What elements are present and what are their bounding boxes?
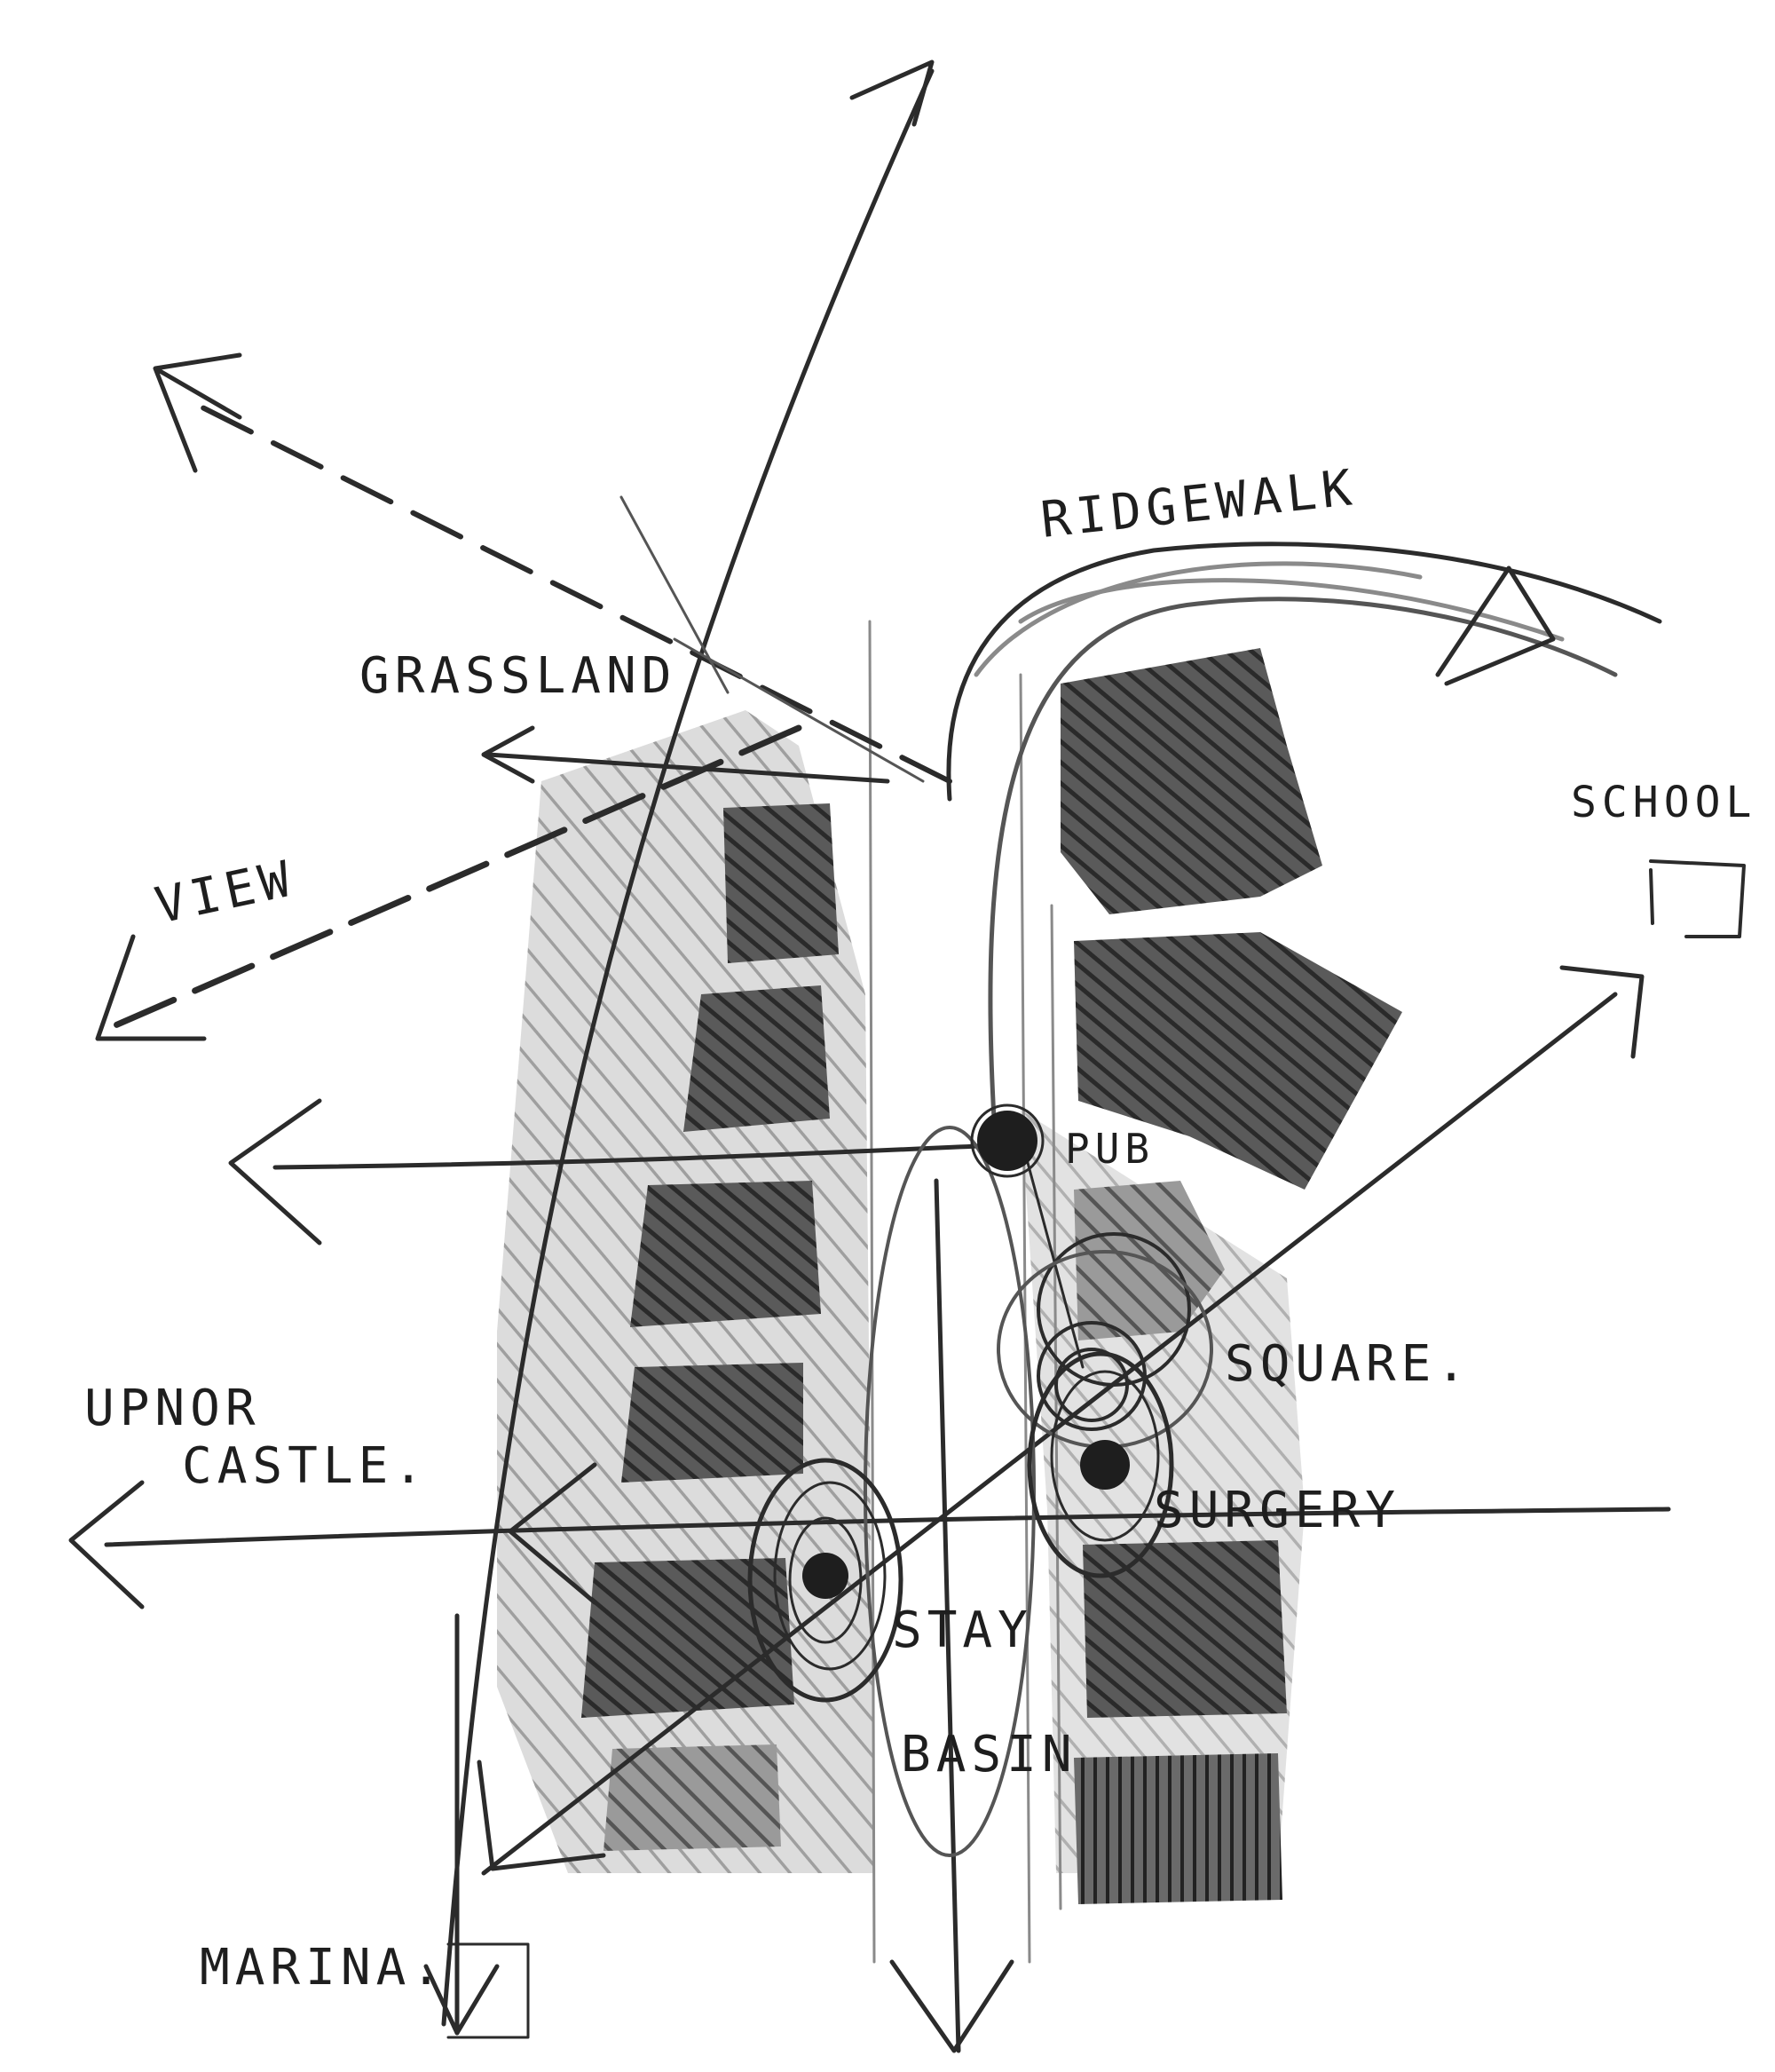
label-stay: STAY bbox=[892, 1601, 1033, 1659]
pub-west-arrow bbox=[272, 1143, 1001, 1170]
school-arrow-head bbox=[1559, 965, 1645, 1059]
marina-box bbox=[446, 1942, 530, 2039]
label-marina: MARINA. bbox=[200, 1939, 446, 1997]
label-upnor-castle-line2: CASTLE. bbox=[182, 1437, 429, 1495]
label-surgery: SURGERY bbox=[1154, 1482, 1400, 1539]
basin-axis bbox=[934, 1178, 961, 2053]
label-ridgewalk: RIDGEWALK bbox=[1038, 459, 1360, 550]
block-west-4 bbox=[621, 1363, 803, 1483]
block-west-5 bbox=[581, 1558, 794, 1718]
label-pub: PUB bbox=[1065, 1125, 1155, 1173]
block-west-1 bbox=[723, 803, 839, 963]
label-upnor-castle-line1: UPNOR bbox=[84, 1380, 261, 1437]
view-dashed-axis bbox=[112, 724, 802, 1029]
upnor-castle-secondary-head bbox=[508, 1462, 597, 1605]
block-west-3 bbox=[630, 1181, 821, 1327]
pub-node bbox=[970, 1103, 1045, 1178]
ridgewalk-road bbox=[946, 542, 1662, 1121]
label-view: VIEW bbox=[150, 850, 300, 936]
block-east-5 bbox=[1074, 1753, 1282, 1904]
upnor-castle-arrow-head bbox=[68, 1480, 145, 1609]
labels: RIDGEWALK GRASSLAND SCHOOL VIEW PUB SQUA… bbox=[84, 459, 1756, 1997]
surgery-node bbox=[1027, 1351, 1174, 1578]
block-west-2 bbox=[683, 985, 830, 1132]
block-east-1 bbox=[1061, 648, 1322, 914]
northwest-dashed-axis bbox=[184, 397, 952, 784]
label-grassland: GRASSLAND bbox=[359, 647, 676, 705]
north-arrow-line bbox=[441, 68, 935, 2027]
stay-basin-ellipse bbox=[864, 1126, 1036, 1857]
school-box bbox=[1649, 859, 1746, 938]
view-arrow-head bbox=[95, 934, 207, 1041]
basin-arrow-head bbox=[889, 1959, 1014, 2053]
stay-node bbox=[747, 1458, 903, 1703]
block-east-2 bbox=[1074, 932, 1402, 1190]
pub-west-arrow-head bbox=[228, 1098, 322, 1246]
label-basin: BASIN bbox=[901, 1726, 1077, 1783]
grassland-arrow-head bbox=[481, 725, 535, 784]
block-east-4 bbox=[1083, 1540, 1287, 1718]
northwest-arrow-head bbox=[153, 352, 242, 473]
ridgewalk-arrow-head bbox=[1435, 565, 1556, 686]
upnor-castle-axis bbox=[104, 1507, 1671, 1547]
grassland-arrow bbox=[485, 752, 890, 784]
block-west-6 bbox=[604, 1744, 781, 1851]
marina-arrow-head bbox=[477, 1760, 606, 1871]
nodes bbox=[747, 1103, 1213, 1703]
label-school: SCHOOL bbox=[1571, 778, 1756, 827]
marina-south-arrow-head bbox=[423, 1964, 500, 2036]
building-blocks bbox=[581, 648, 1402, 1904]
label-square: SQUARE. bbox=[1225, 1335, 1471, 1393]
north-arrow-head bbox=[849, 59, 935, 127]
